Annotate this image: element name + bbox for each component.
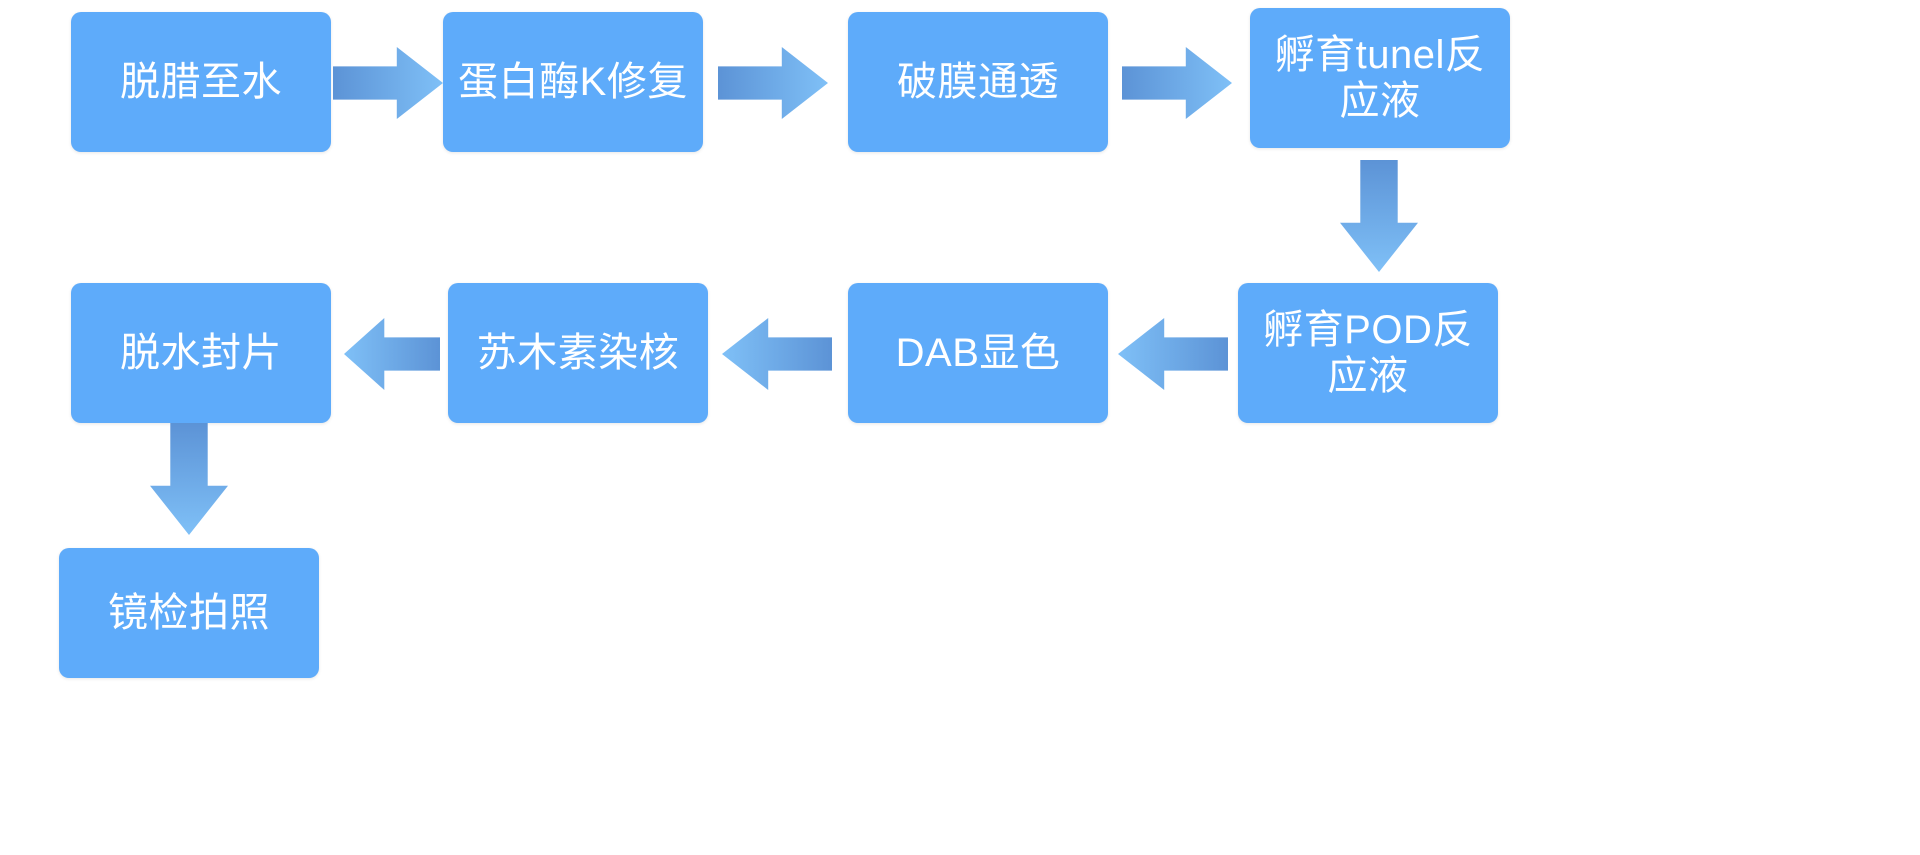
process-node-label: 脱水封片 (120, 330, 282, 375)
arrow-down-icon (150, 423, 228, 535)
process-node-label: 镜检拍照 (108, 590, 270, 635)
process-node-label: DAB显色 (895, 330, 1061, 375)
arrow-down-icon (1340, 160, 1418, 272)
process-node-n6[interactable]: DAB显色 (848, 283, 1108, 423)
process-node-label: 脱腊至水 (120, 59, 282, 104)
arrow-left-icon (344, 318, 440, 390)
process-node-n4[interactable]: 孵育tunel反 应液 (1250, 8, 1510, 148)
arrow-right-icon (333, 47, 443, 119)
process-node-label: 苏木素染核 (476, 330, 680, 375)
process-node-label: 蛋白酶K修复 (458, 59, 688, 104)
process-node-label: 孵育tunel反 应液 (1274, 32, 1486, 123)
arrow-right-icon (718, 47, 828, 119)
process-node-label: 破膜通透 (897, 59, 1059, 104)
process-node-n3[interactable]: 破膜通透 (848, 12, 1108, 152)
process-node-label: 孵育POD反 应液 (1263, 307, 1473, 398)
arrow-left-icon (722, 318, 832, 390)
process-node-n8[interactable]: 脱水封片 (71, 283, 331, 423)
arrow-left-icon (1118, 318, 1228, 390)
process-node-n1[interactable]: 脱腊至水 (71, 12, 331, 152)
arrow-right-icon (1122, 47, 1232, 119)
process-node-n2[interactable]: 蛋白酶K修复 (443, 12, 703, 152)
process-node-n9[interactable]: 镜检拍照 (59, 548, 319, 678)
process-node-n7[interactable]: 苏木素染核 (448, 283, 708, 423)
process-node-n5[interactable]: 孵育POD反 应液 (1238, 283, 1498, 423)
